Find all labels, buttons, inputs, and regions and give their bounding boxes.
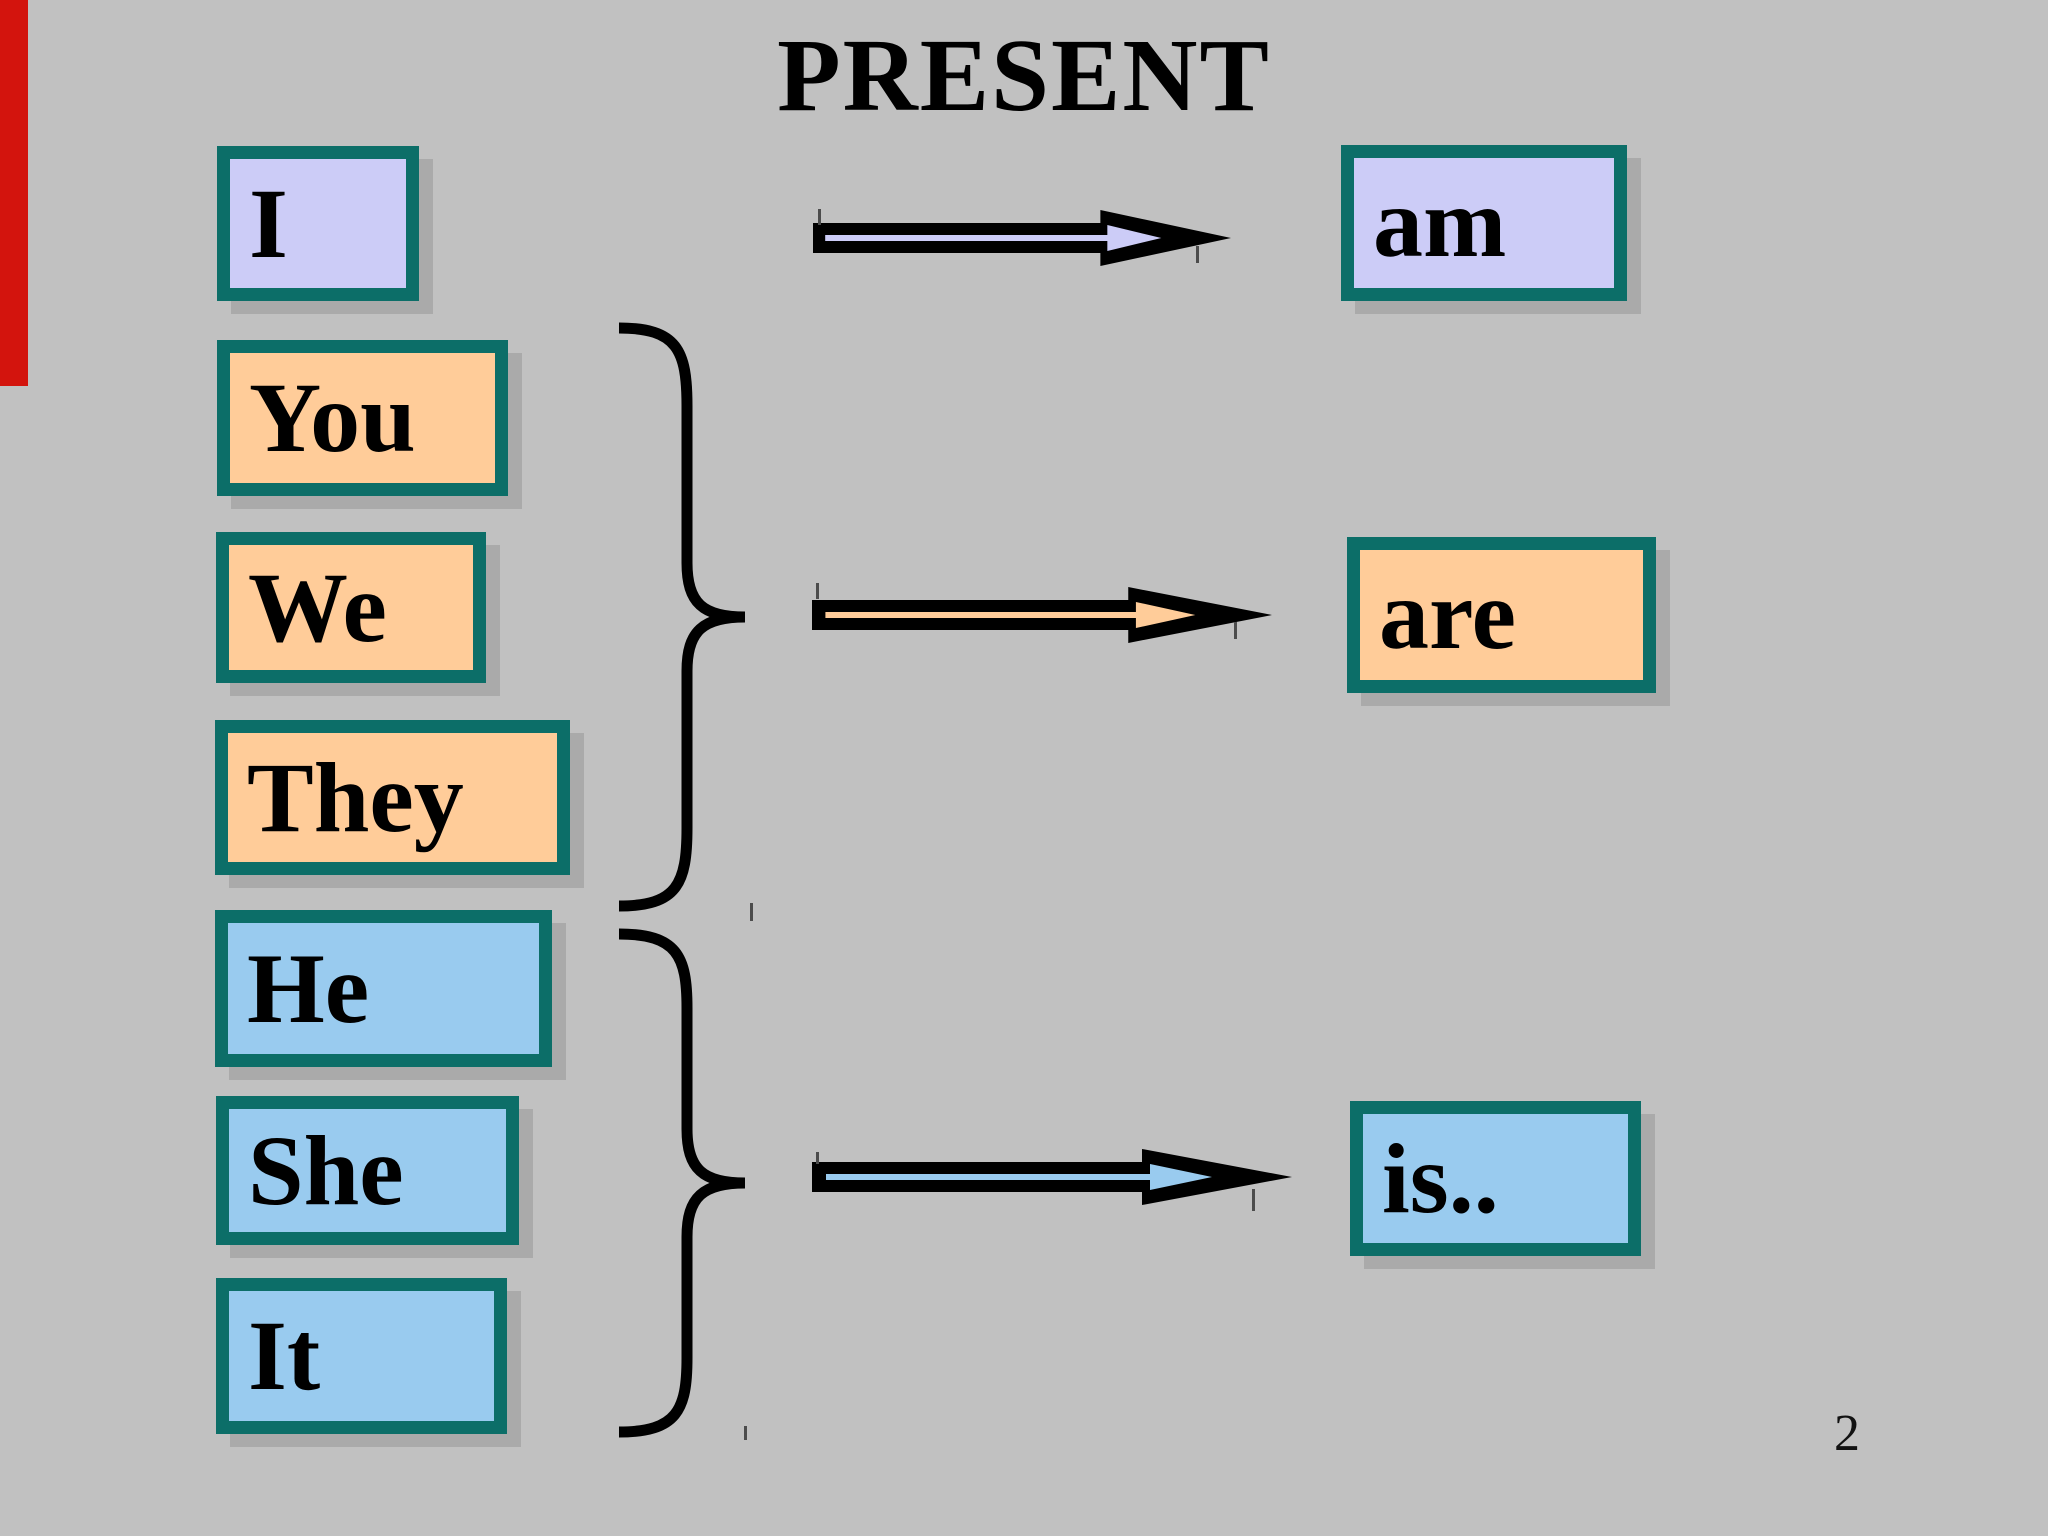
page-number: 2 — [1834, 1405, 1860, 1462]
tick-artifact — [1196, 246, 1199, 263]
verb-box-is: is.. — [1350, 1101, 1641, 1256]
tick-artifact — [816, 583, 819, 599]
pronoun-label: I — [249, 167, 288, 279]
verb-label: am — [1373, 167, 1507, 278]
brace-you-we-they — [618, 322, 746, 912]
pronoun-box-i: I — [217, 146, 419, 301]
pronoun-label: She — [248, 1114, 404, 1226]
tick-artifact — [1252, 1189, 1255, 1211]
slide-title: PRESENT — [777, 18, 1271, 133]
pronoun-box-you: You — [217, 340, 508, 496]
arrow-group-to-is — [812, 1149, 1292, 1205]
pronoun-box-it: It — [216, 1278, 507, 1434]
pronoun-label: He — [247, 932, 370, 1044]
pronoun-box-she: She — [216, 1096, 519, 1245]
pronoun-label: We — [248, 551, 387, 663]
verb-label: is.. — [1382, 1122, 1499, 1234]
tick-artifact — [750, 903, 753, 921]
pronoun-label: They — [247, 741, 464, 853]
verb-box-am: am — [1341, 145, 1627, 301]
tick-artifact — [1234, 622, 1237, 639]
arrow-group-to-are — [812, 587, 1272, 643]
red-marker-strip — [0, 0, 28, 386]
pronoun-label: You — [249, 362, 416, 473]
pronoun-box-they: They — [215, 720, 570, 875]
brace-he-she-it — [618, 928, 746, 1438]
pronoun-label: It — [248, 1300, 321, 1411]
verb-box-are: are — [1347, 537, 1656, 693]
arrow-i-to-am — [813, 210, 1231, 266]
pronoun-box-we: We — [216, 532, 486, 683]
tick-artifact — [744, 1426, 747, 1440]
tick-artifact — [818, 209, 821, 225]
pronoun-box-he: He — [215, 910, 552, 1067]
tick-artifact — [816, 1152, 819, 1164]
verb-label: are — [1379, 559, 1516, 670]
